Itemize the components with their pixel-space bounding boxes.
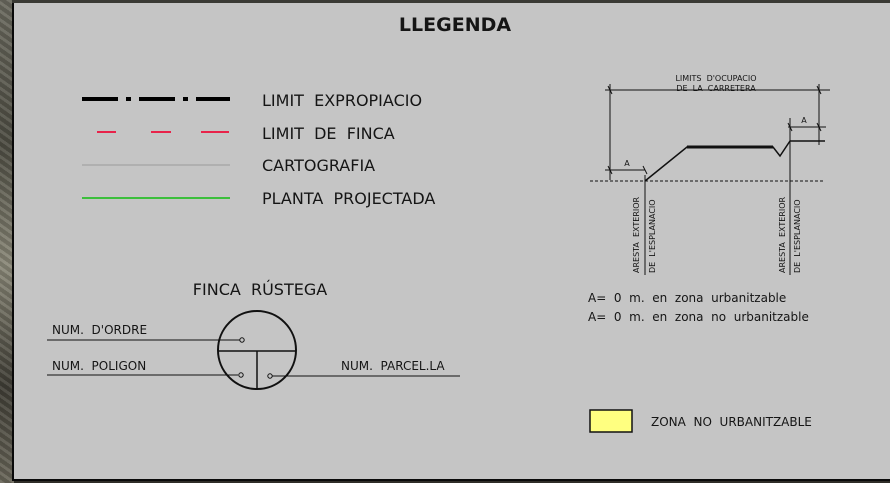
line-legend: LIMIT EXPROPIACIO LIMIT DE FINCA CARTOGR… xyxy=(82,91,435,208)
aresta-right-line1: ARESTA EXTERIOR xyxy=(778,196,787,273)
limits-ocupacio-line2: DE LA CARRETERA xyxy=(676,84,756,93)
zona-no-urbanitzable-label: ZONA NO URBANITZABLE xyxy=(651,415,812,429)
aresta-left-line2: DE L'ESPLANACIO xyxy=(648,199,657,273)
road-section-diagram: LIMITS D'OCUPACIO DE LA CARRETERA A A AR… xyxy=(590,74,830,275)
num-parcela-label: NUM. PARCEL.LA xyxy=(341,359,445,373)
legend-label-limit-de-finca: LIMIT DE FINCA xyxy=(262,124,395,143)
legend-panel xyxy=(12,0,890,481)
legend-label-planta-projectada: PLANTA PROJECTADA xyxy=(262,189,435,208)
finca-rustega-symbol: FINCA RÚSTEGA NUM. D'ORDRE NUM. POLIGON … xyxy=(47,280,460,390)
finca-rustega-title: FINCA RÚSTEGA xyxy=(193,280,327,299)
zona-no-urbanitzable-swatch xyxy=(589,409,633,433)
legend-title: LLEGENDA xyxy=(399,14,511,36)
aresta-left-line1: ARESTA EXTERIOR xyxy=(632,196,641,273)
aresta-right-line2: DE L'ESPLANACIO xyxy=(793,199,802,273)
aerial-photo-background xyxy=(0,0,14,483)
note-urbanitzable: A= 0 m. en zona urbanitzable xyxy=(588,291,786,305)
limits-ocupacio-line1: LIMITS D'OCUPACIO xyxy=(675,74,756,83)
panel-top-edge xyxy=(12,0,890,3)
legend-label-cartografia: CARTOGRAFIA xyxy=(262,156,375,175)
num-ordre-label: NUM. D'ORDRE xyxy=(52,323,147,337)
note-no-urbanitzable: A= 0 m. en zona no urbanitzable xyxy=(588,310,809,324)
dim-a-right: A xyxy=(801,116,807,125)
num-poligon-label: NUM. POLIGON xyxy=(52,359,146,373)
dim-a-left: A xyxy=(624,159,630,168)
legend-label-limit-expropiacio: LIMIT EXPROPIACIO xyxy=(262,91,422,110)
